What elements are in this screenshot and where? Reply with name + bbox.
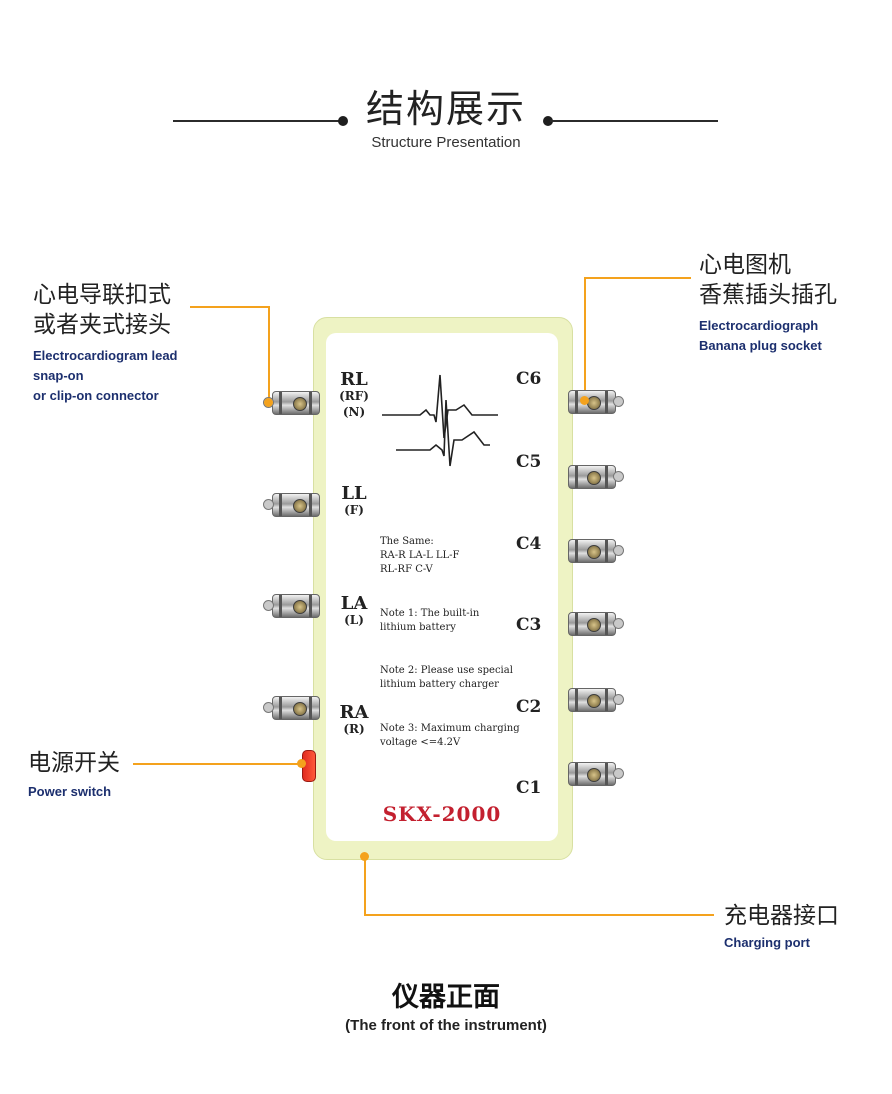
lead-connector-ll[interactable] xyxy=(272,493,320,517)
callout-banana-socket-en-1: Electrocardiograph xyxy=(699,318,819,333)
lead-label-c2: C2 xyxy=(516,697,542,717)
note-same: The Same: RA-R LA-L LL-F RL-RF C-V xyxy=(380,535,550,577)
note-same-line1: RA-R LA-L LL-F xyxy=(380,550,460,561)
ecg-waveform-icon xyxy=(382,374,498,467)
note-3-line1: Note 3: Maximum charging xyxy=(380,723,520,734)
lead-label-la-sub1: (L) xyxy=(344,613,364,627)
callout-charging-port-cn: 充电器接口 xyxy=(724,903,839,929)
connector-tip-ra xyxy=(263,702,274,713)
callout-dot-switch xyxy=(297,759,306,768)
socket-tip-c1 xyxy=(613,768,624,779)
note-2-line2: lithium battery charger xyxy=(380,679,499,690)
lead-label-rl-main: RL xyxy=(340,369,368,390)
callout-lead-connector-en-1: Electrocardiogram lead xyxy=(33,348,178,363)
socket-tip-c3 xyxy=(613,618,624,629)
lead-label-c6: C6 xyxy=(516,369,542,389)
connector-tip-la xyxy=(263,600,274,611)
note-same-title: The Same: xyxy=(380,536,434,547)
callout-lead-connector-en-2: snap-on xyxy=(33,368,84,383)
callout-charging-port-en: Charging port xyxy=(724,935,810,950)
lead-connector-ra[interactable] xyxy=(272,696,320,720)
callout-dot-lead xyxy=(264,398,273,407)
callout-power-switch-en: Power switch xyxy=(28,784,112,799)
lead-connector-rl[interactable] xyxy=(272,391,320,415)
leader-line-charge-h xyxy=(364,914,714,916)
socket-tip-c6 xyxy=(613,396,624,407)
callout-charging-port: 充电器接口 Charging port xyxy=(724,901,839,953)
callout-lead-connector: 心电导联扣式 或者夹式接头 Electrocardiogram lead sna… xyxy=(33,280,178,406)
callout-dot-banana xyxy=(580,396,589,405)
leader-line-banana-v xyxy=(584,277,586,400)
banana-socket-c3[interactable] xyxy=(568,612,616,636)
banana-socket-c6[interactable] xyxy=(568,390,616,414)
callout-lead-connector-en-3: or clip-on connector xyxy=(33,388,159,403)
banana-socket-c4[interactable] xyxy=(568,539,616,563)
connector-tip-ll xyxy=(263,499,274,510)
banana-socket-c5[interactable] xyxy=(568,465,616,489)
lead-label-c4: C4 xyxy=(516,534,542,554)
lead-label-ra-sub1: (R) xyxy=(343,722,365,736)
header-rule-left xyxy=(173,120,343,122)
note-1-line1: Note 1: The built-in xyxy=(380,608,480,619)
callout-banana-socket-cn-1: 心电图机 xyxy=(699,252,791,278)
note-1-line2: lithium battery xyxy=(380,622,456,633)
leader-line-lead-v xyxy=(268,306,270,402)
lead-label-ra: RA (R) xyxy=(334,702,374,737)
callout-power-switch-cn: 电源开关 xyxy=(28,750,120,776)
lead-label-rl: RL (RF) (N) xyxy=(334,369,374,420)
model-number: SKX-2000 xyxy=(382,802,502,826)
header-dot-right xyxy=(543,116,553,126)
lead-label-c3: C3 xyxy=(516,615,542,635)
callout-banana-socket-cn-2: 香蕉插头插孔 xyxy=(699,282,837,308)
note-1: Note 1: The built-in lithium battery xyxy=(380,607,550,635)
note-2-line1: Note 2: Please use special xyxy=(380,665,513,676)
footer-title: 仪器正面 xyxy=(392,982,500,1013)
leader-line-charge-v xyxy=(364,858,366,916)
lead-label-c5: C5 xyxy=(516,452,542,472)
callout-lead-connector-cn-1: 心电导联扣式 xyxy=(33,282,171,308)
header-rule-right xyxy=(550,120,718,122)
note-2: Note 2: Please use special lithium batte… xyxy=(380,664,550,692)
note-3: Note 3: Maximum charging voltage <=4.2V xyxy=(380,722,550,750)
banana-socket-c2[interactable] xyxy=(568,688,616,712)
header-dot-left xyxy=(338,116,348,126)
socket-tip-c2 xyxy=(613,694,624,705)
lead-label-ll-main: LL xyxy=(341,483,367,504)
lead-label-ra-main: RA xyxy=(339,702,369,723)
footer-subtitle: (The front of the instrument) xyxy=(345,1017,547,1034)
lead-label-ll: LL (F) xyxy=(334,483,374,518)
callout-lead-connector-cn-2: 或者夹式接头 xyxy=(33,312,171,338)
page-title: 结构展示 xyxy=(365,87,526,131)
leader-line-lead-h xyxy=(190,306,270,308)
leader-line-banana-h xyxy=(584,277,691,279)
note-3-line2: voltage <=4.2V xyxy=(380,737,461,748)
lead-label-la-main: LA xyxy=(340,593,368,614)
callout-dot-charge xyxy=(360,852,369,861)
socket-tip-c5 xyxy=(613,471,624,482)
lead-label-la: LA (L) xyxy=(334,593,374,628)
leader-line-switch xyxy=(133,763,301,765)
note-same-line2: RL-RF C-V xyxy=(380,564,433,575)
banana-socket-c1[interactable] xyxy=(568,762,616,786)
callout-banana-socket-en-2: Banana plug socket xyxy=(699,338,822,353)
lead-connector-la[interactable] xyxy=(272,594,320,618)
callout-power-switch: 电源开关 Power switch xyxy=(28,748,120,802)
page-subtitle: Structure Presentation xyxy=(371,134,521,151)
lead-label-rl-sub2: (N) xyxy=(342,405,366,419)
callout-banana-socket: 心电图机 香蕉插头插孔 Electrocardiograph Banana pl… xyxy=(699,250,837,356)
lead-label-rl-sub1: (RF) xyxy=(339,389,369,403)
lead-label-c1: C1 xyxy=(516,778,542,798)
socket-tip-c4 xyxy=(613,545,624,556)
lead-label-ll-sub1: (F) xyxy=(344,503,364,517)
